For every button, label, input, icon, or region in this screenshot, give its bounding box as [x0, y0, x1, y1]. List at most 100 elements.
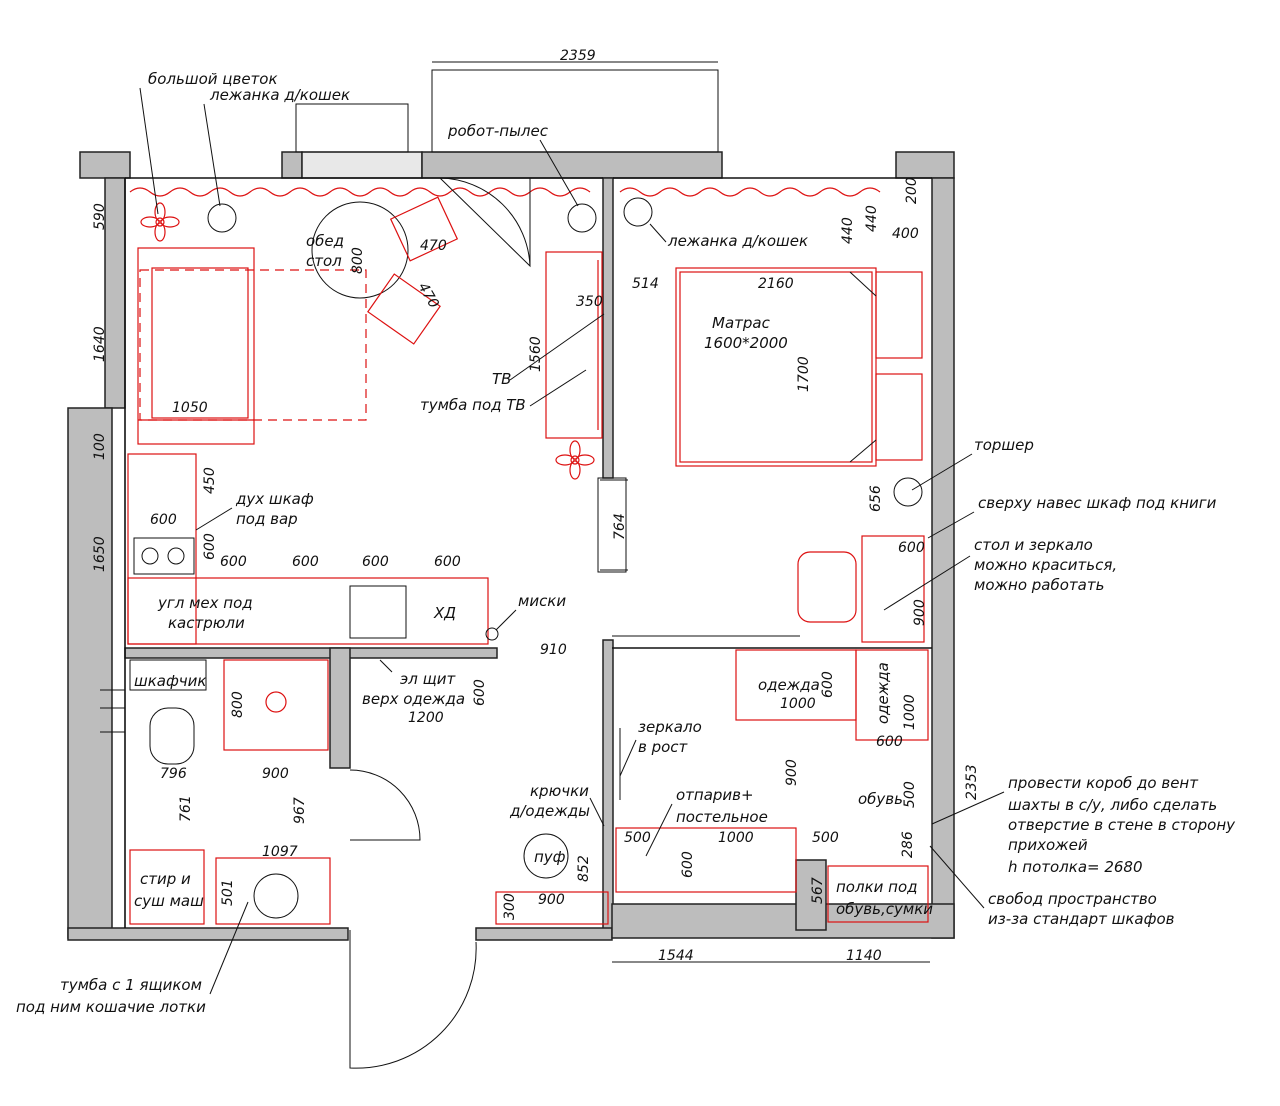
note-cabinet-2: под ним кошачие лотки: [16, 998, 206, 1016]
label-dining-2: стол: [306, 252, 342, 270]
dim-1000-c: 1000: [718, 830, 754, 846]
dim-1650: 1650: [92, 536, 108, 572]
dim-600-f: 600: [434, 554, 461, 570]
dim-500-c: 500: [812, 830, 839, 846]
dimensions: 590 1640 100 1650 800 470 470 1050 1560 …: [92, 177, 980, 964]
note-desk-1: стол и зеркало: [974, 536, 1093, 554]
dim-400: 400: [892, 226, 919, 242]
dim-967: 967: [292, 797, 308, 824]
washer: [129, 849, 205, 925]
dim-600-k: 600: [680, 851, 696, 878]
label-dining-1: обед: [306, 232, 344, 250]
label-fridge: ХД: [433, 604, 456, 622]
dim-1140: 1140: [846, 948, 882, 964]
label-shelves-1: полки под: [836, 878, 918, 896]
tv-stand: [545, 251, 603, 439]
label-tv: ТВ: [492, 370, 511, 388]
dim-300: 300: [502, 893, 518, 920]
dining-chair-1: [389, 196, 459, 262]
door-balcony: [439, 177, 531, 268]
note-ceiling: h потолка= 2680: [1008, 858, 1143, 876]
label-bowls: миски: [518, 592, 566, 610]
locker: [129, 659, 207, 691]
dim-2353: 2353: [964, 764, 980, 800]
dim-900-b: 900: [784, 759, 800, 786]
label-tv-stand: тумба под ТВ: [420, 396, 526, 414]
dim-800-b: 800: [230, 691, 246, 718]
walls: [67, 151, 955, 941]
dim-1000-b: 1000: [902, 694, 918, 730]
dim-600-h: 600: [472, 679, 488, 706]
kitchen: [127, 453, 499, 645]
dining-chair-2: [367, 273, 441, 345]
label-panel-2: верх одежда: [362, 690, 465, 708]
label-oven-1: дух шкаф: [235, 490, 314, 508]
sofa: [137, 247, 255, 445]
note-duct-3: отверстие в стене в сторону: [1008, 816, 1236, 834]
dim-796: 796: [160, 766, 187, 782]
dim-1544: 1544: [658, 948, 694, 964]
dim-501: 501: [220, 879, 236, 906]
robot-vacuum-icon: [567, 203, 597, 233]
desk: [861, 535, 925, 643]
hob: [133, 537, 195, 575]
dim-800: 800: [350, 247, 366, 274]
dim-656: 656: [868, 485, 884, 512]
dim-764: 764: [612, 513, 628, 540]
dim-600-d: 600: [292, 554, 319, 570]
dim-500-b: 500: [624, 830, 651, 846]
dim-910: 910: [540, 642, 567, 658]
dim-286: 286: [900, 831, 916, 858]
label-cat-bed-1: лежанка д/кошек: [209, 86, 350, 104]
desk-chair: [797, 551, 857, 623]
label-shoes: обувь: [858, 790, 903, 808]
wall-top-right-b: [895, 151, 955, 179]
label-clothes-1: одежда: [758, 676, 820, 694]
wall-bottom-left: [67, 927, 349, 941]
flower-icon: [140, 202, 180, 242]
nightstand-1: [875, 271, 923, 359]
dim-350: 350: [576, 294, 603, 310]
curtain-right: [619, 187, 881, 197]
label-clothes-2: одежда: [874, 662, 892, 724]
label-floor-lamp: торшер: [974, 436, 1034, 454]
dim-600-c: 600: [220, 554, 247, 570]
note-duct-4: прихожей: [1008, 836, 1088, 854]
dim-470-b: 470: [415, 280, 442, 311]
label-mattress-1: Матрас: [712, 314, 771, 332]
note-bookshelf: сверху навес шкаф под книги: [978, 494, 1217, 512]
label-steamer-1: отпарив+: [676, 786, 754, 804]
sink-cabinet: [215, 857, 331, 925]
dim-600-b: 600: [202, 533, 218, 560]
window-box: [295, 103, 409, 153]
wall-left-upper: [104, 177, 126, 409]
hall-shelf: [495, 891, 609, 925]
dim-470-a: 470: [420, 238, 447, 254]
label-robot-vacuum: робот-пылес: [447, 122, 549, 140]
wall-bottom-right: [611, 903, 955, 939]
sink: [349, 585, 407, 639]
label-oven-2: под вар: [236, 510, 298, 528]
wall-top-mid: [281, 151, 303, 179]
label-corner-1: угл мех под: [157, 594, 253, 612]
labels: большой цветок лежанка д/кошек робот-пыл…: [16, 70, 1236, 1016]
label-mattress-2: 1600*2000: [704, 334, 788, 352]
dim-900-c: 900: [262, 766, 289, 782]
dim-1560: 1560: [528, 336, 544, 372]
wall-mid-vertical: [602, 177, 614, 479]
steamer-cabinet: [615, 827, 797, 893]
label-cat-bed-2: лежанка д/кошек: [667, 232, 808, 250]
label-shelves-2: обувь,сумки: [836, 900, 933, 918]
dim-900-a: 900: [912, 599, 928, 626]
bedroom: [612, 197, 925, 643]
dim-1050: 1050: [172, 400, 208, 416]
note-duct-1: провести короб до вент: [1008, 774, 1199, 792]
wardrobe-2: [855, 649, 929, 741]
label-steamer-2: постельное: [676, 808, 768, 826]
dining-table: [311, 201, 409, 299]
cat-bed-2: [623, 197, 653, 227]
dim-440-b: 440: [864, 205, 880, 232]
balcony: 2359: [295, 48, 719, 153]
label-pouf: пуф: [534, 848, 566, 866]
